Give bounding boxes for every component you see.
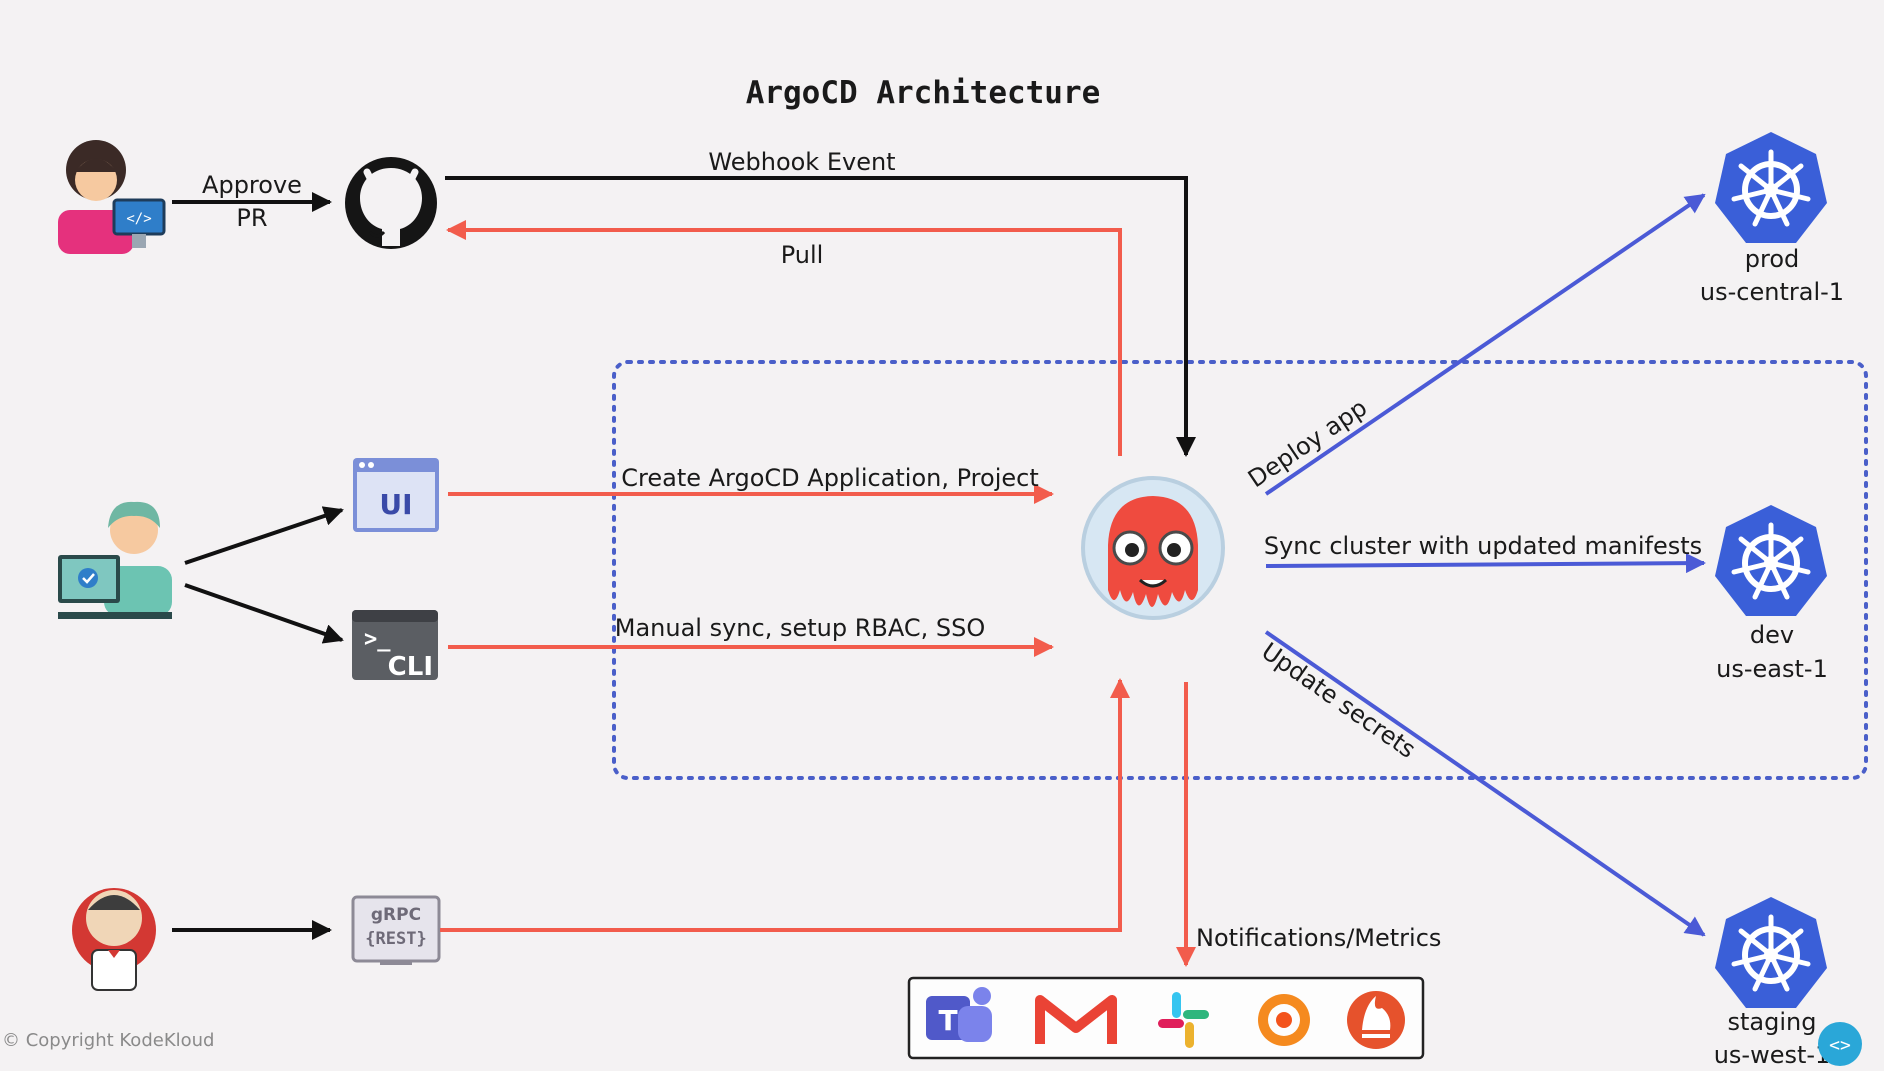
svg-text:<>: <> bbox=[1829, 1035, 1851, 1056]
user-to-cli-arrow bbox=[184, 583, 344, 644]
jenkins-icon bbox=[72, 888, 156, 991]
grafana-icon bbox=[1258, 994, 1310, 1046]
api-to-argocd-arrow bbox=[440, 678, 1130, 932]
ui-icon: UI bbox=[353, 458, 439, 532]
svg-text:{REST}: {REST} bbox=[365, 929, 426, 949]
webhook-event-label: Webhook Event bbox=[708, 148, 895, 176]
code-badge-icon[interactable]: <> bbox=[1818, 1022, 1862, 1066]
prometheus-icon bbox=[1347, 991, 1405, 1049]
pr-label: PR bbox=[236, 204, 267, 232]
pull-label: Pull bbox=[781, 241, 824, 269]
staging-name: staging bbox=[1728, 1008, 1817, 1036]
svg-text:T: T bbox=[938, 1004, 957, 1037]
sync-cluster-arrow bbox=[1265, 553, 1706, 574]
svg-text:</>: </> bbox=[126, 211, 151, 227]
approve-label: Approve bbox=[202, 171, 302, 199]
github-icon bbox=[345, 157, 437, 249]
dev-name: dev bbox=[1750, 621, 1794, 649]
sync-cluster-label: Sync cluster with updated manifests bbox=[1264, 532, 1702, 560]
slack-icon bbox=[1158, 992, 1209, 1048]
prod-name: prod bbox=[1745, 245, 1800, 273]
svg-text:UI: UI bbox=[379, 488, 412, 521]
kubernetes-dev-icon bbox=[1715, 505, 1827, 616]
deploy-app-arrow bbox=[1264, 193, 1706, 496]
dev-region: us-east-1 bbox=[1716, 655, 1828, 683]
svg-text:>_: >_ bbox=[364, 627, 391, 652]
webhook-event-arrow bbox=[445, 176, 1196, 457]
cli-icon: >_ CLI bbox=[352, 610, 438, 682]
kubernetes-staging-icon bbox=[1715, 897, 1827, 1008]
staging-region: us-west-1 bbox=[1714, 1041, 1831, 1069]
svg-text:CLI: CLI bbox=[388, 652, 433, 682]
teams-icon: T bbox=[926, 987, 992, 1042]
prod-region: us-central-1 bbox=[1700, 278, 1844, 306]
argocd-logo-icon bbox=[1081, 476, 1225, 620]
update-secrets-arrow bbox=[1264, 630, 1706, 937]
developer-man-icon bbox=[58, 501, 172, 619]
user-to-ui-arrow bbox=[184, 506, 344, 565]
svg-text:gRPC: gRPC bbox=[371, 905, 421, 925]
create-app-label: Create ArgoCD Application, Project bbox=[621, 464, 1039, 492]
kubernetes-prod-icon bbox=[1715, 132, 1827, 243]
diagram-title: ArgoCD Architecture bbox=[746, 75, 1101, 111]
deploy-app-label: Deploy app bbox=[1243, 394, 1372, 494]
update-secrets-label: Update secrets bbox=[1256, 637, 1420, 764]
gmail-icon bbox=[1035, 995, 1117, 1044]
notifications-label: Notifications/Metrics bbox=[1196, 924, 1441, 952]
copyright-text: © Copyright KodeKloud bbox=[2, 1030, 214, 1051]
developer-woman-icon: </> bbox=[58, 140, 166, 254]
argocd-boundary bbox=[612, 360, 1868, 780]
pull-arrow bbox=[446, 220, 1122, 456]
manual-sync-label: Manual sync, setup RBAC, SSO bbox=[615, 614, 985, 642]
grpc-rest-icon: gRPC {REST} bbox=[351, 895, 441, 965]
